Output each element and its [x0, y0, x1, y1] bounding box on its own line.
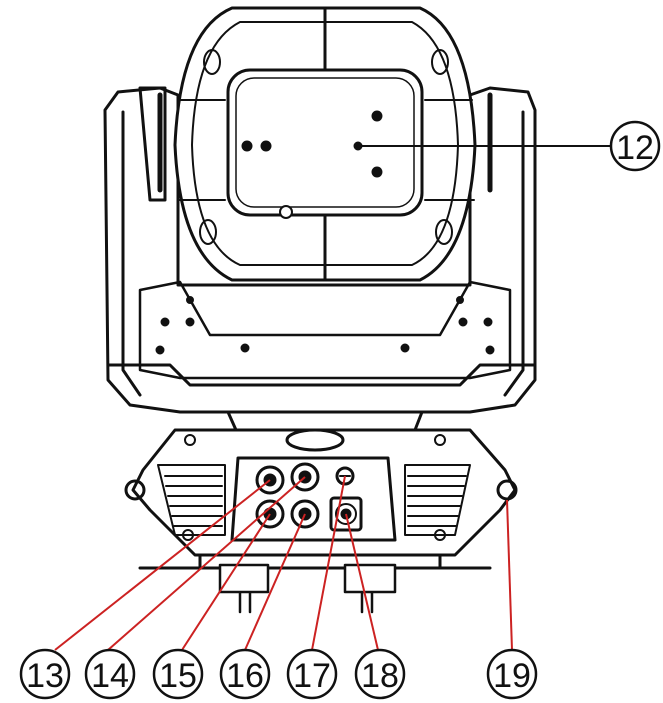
callout-16-label: 16: [226, 657, 264, 695]
callout-19-circle: [486, 648, 538, 700]
base-foot-screw: [182, 529, 194, 541]
head-vent: [199, 219, 217, 245]
head-seam-left: [177, 99, 226, 201]
leader-17: [311, 475, 346, 651]
head-vent: [203, 49, 221, 75]
callout-15: 15: [152, 648, 204, 700]
panel-screw: [456, 296, 464, 304]
callout-12-label: 12: [616, 129, 654, 167]
leader-18: [345, 513, 379, 651]
callout-17-label: 17: [293, 657, 331, 695]
panel-screw: [458, 317, 468, 327]
panel-screw: [185, 317, 195, 327]
window-dot: [260, 140, 272, 152]
base-handle-left: [124, 479, 146, 501]
base-foot-screw: [434, 529, 446, 541]
callout-13-label: 13: [26, 657, 64, 695]
leader-15: [181, 513, 271, 651]
leader-13: [54, 479, 271, 651]
callout-14: 14: [84, 648, 136, 700]
vent-left: [157, 464, 226, 536]
callout-14-label: 14: [91, 657, 129, 695]
callout-15-label: 15: [159, 657, 197, 695]
clamp-right: [343, 563, 397, 614]
display-window: [226, 68, 424, 217]
panel-screw: [240, 343, 250, 353]
callout-12: 12: [609, 120, 661, 172]
callout-12-circle: [609, 120, 661, 172]
callout-18-label: 18: [361, 657, 399, 695]
head-vent: [435, 219, 453, 245]
leader-lines: [54, 145, 612, 651]
panel-screw: [186, 296, 194, 304]
base-handle-right: [496, 479, 518, 501]
vent-right: [404, 464, 471, 536]
panel-screw: [483, 317, 493, 327]
callout-18-circle: [354, 648, 406, 700]
yoke: [103, 86, 537, 414]
callout-17-circle: [286, 648, 338, 700]
leader-19: [506, 499, 513, 651]
base: [124, 410, 518, 614]
base-neck: [226, 410, 424, 432]
panel-screw: [400, 343, 410, 353]
callout-19-label: 19: [493, 657, 531, 695]
yoke-outer: [103, 86, 537, 414]
callout-15-circle: [152, 648, 204, 700]
window-dot: [371, 110, 383, 122]
callout-13: 13: [19, 648, 71, 700]
fixture-drawing: [103, 6, 537, 614]
panel-screw: [485, 345, 495, 355]
window-dot: [241, 140, 253, 152]
callout-16-circle: [219, 648, 271, 700]
yoke-bottom-band: [106, 363, 537, 387]
yoke-inner-left: [121, 110, 142, 397]
callout-19: 19: [486, 648, 538, 700]
callout-14-circle: [84, 648, 136, 700]
display-window-inner: [235, 77, 415, 208]
base-top-oval: [285, 428, 345, 452]
base-screw: [184, 434, 196, 446]
yoke-panel: [138, 280, 512, 380]
callout-16: 16: [219, 648, 271, 700]
head-seam-right: [424, 99, 475, 201]
head-vent: [431, 49, 449, 75]
panel-screw: [160, 317, 170, 327]
leader-16: [244, 513, 306, 651]
clamp-left: [218, 563, 270, 614]
yoke-inner-right: [503, 110, 525, 397]
panel-screw: [155, 345, 165, 355]
base-screw: [434, 434, 446, 446]
callout-13-circle: [19, 648, 71, 700]
window-dot: [371, 166, 383, 178]
head-screw: [279, 205, 293, 219]
leader-14: [107, 476, 306, 651]
clamp-feet: [198, 553, 442, 570]
callout-17: 17: [286, 648, 338, 700]
callout-18: 18: [354, 648, 406, 700]
head: [173, 6, 477, 282]
